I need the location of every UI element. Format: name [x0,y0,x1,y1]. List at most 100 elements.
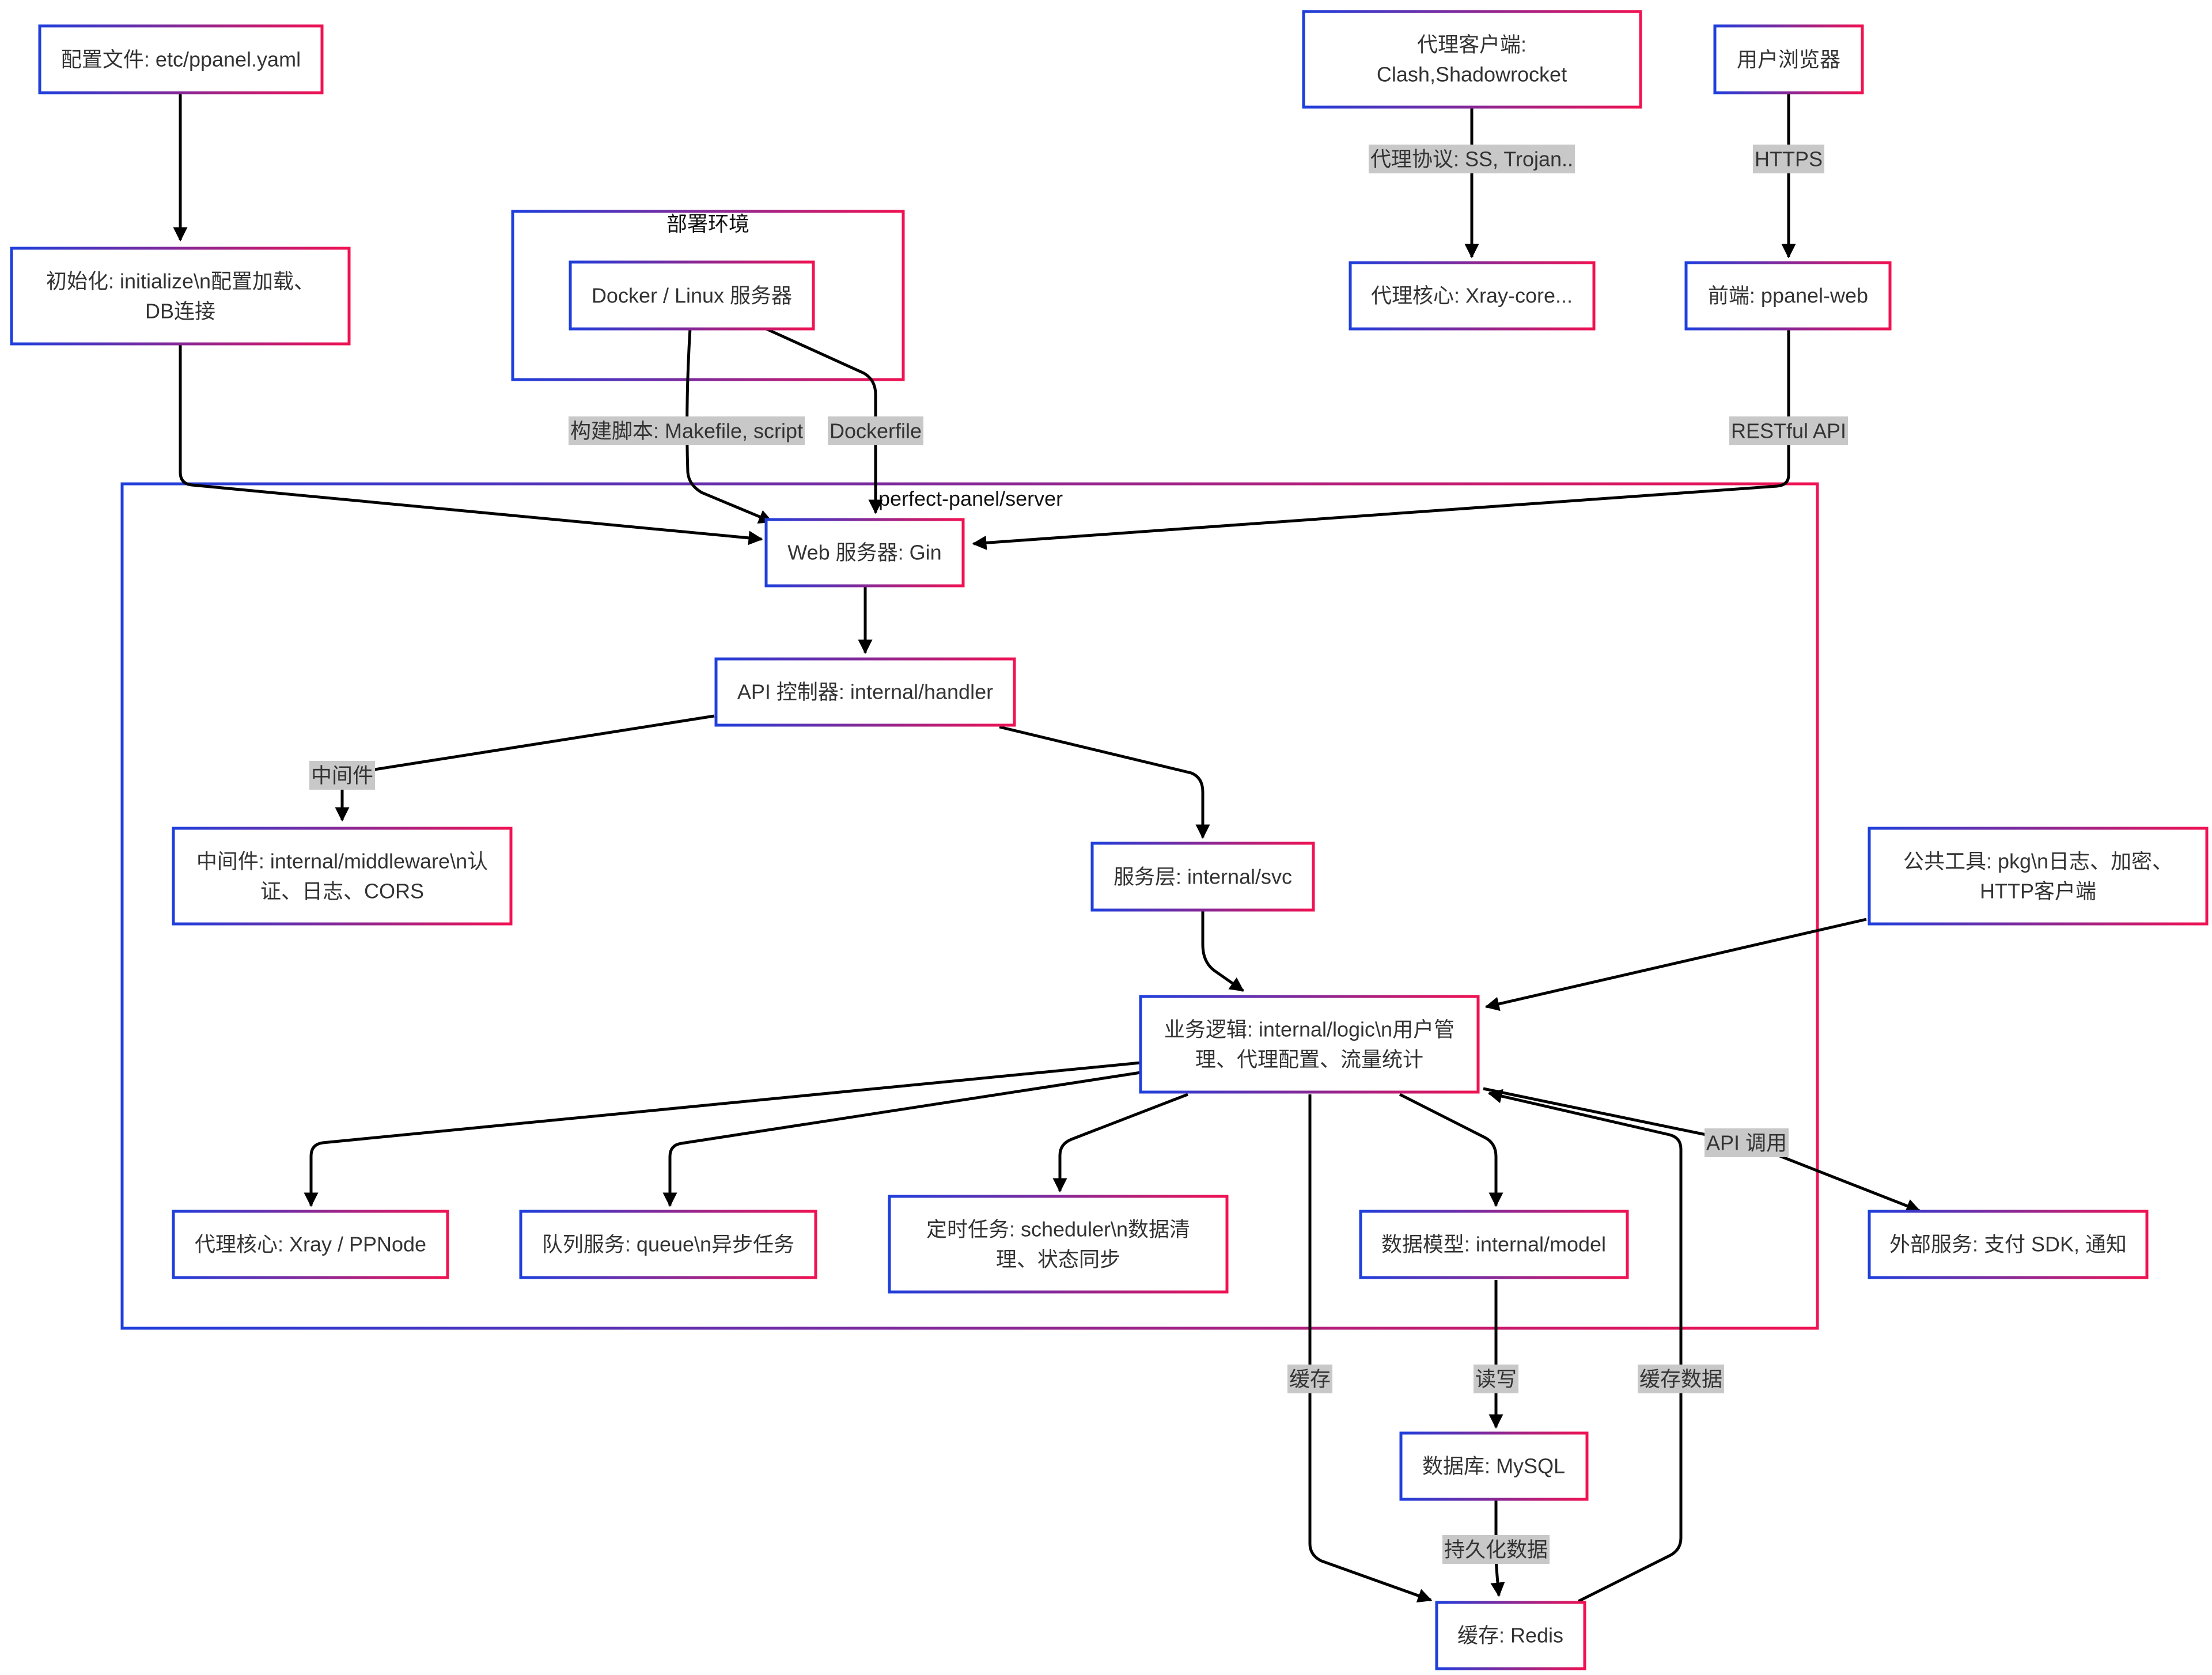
svg-text:代理客户端:Clash,Shadowrocket: 代理客户端:Clash,Shadowrocket [1377,33,1567,86]
group-server: perfect-panel/server [120,482,1819,1330]
edge-labels: 代理协议: SS, Trojan.. HTTPS 构建脚本: Makefile,… [309,145,1849,1564]
node-handler[interactable]: API 控制器: internal/handler [714,657,1016,727]
edge-label-background [1752,145,1825,173]
svg-text:构建脚本: Makefile, script: 构建脚本: Makefile, script [570,419,803,443]
edge-logic-queue [662,1071,1141,1207]
node-logic-line-0: 业务逻辑: internal/logic\n用户管 [1164,1018,1455,1041]
edge-label-frontend-api: RESTful API [1729,416,1849,445]
node-logic[interactable]: 业务逻辑: internal/logic\n用户管理、代理配置、流量统计 [1139,995,1480,1094]
node-mysql-line-0: 数据库: MySQL [1422,1454,1565,1478]
edge-label-background [1442,1535,1550,1564]
edge-label-logic-external: API 调用 [1704,1128,1789,1157]
node-init[interactable]: 初始化: initialize\n配置加载、 DB连接 [10,247,351,346]
edge-label-handler-middleware: 中间件 [309,761,376,790]
node-scheduler-line-1: 理、状态同步 [996,1248,1120,1271]
node-browser[interactable]: 用户浏览器 [1713,24,1864,94]
svg-text:初始化: initialize\n配置加载、DB连接: 初始化: initialize\n配置加载、 DB连接 [46,270,315,323]
edge-handler-svc [999,725,1210,839]
edge-label-redis-logic: 缓存数据 [1637,1365,1725,1393]
node-redis-line-0: 缓存: Redis [1457,1624,1563,1647]
svg-text:配置文件: etc/ppanel.yaml: 配置文件: etc/ppanel.yaml [61,48,301,71]
node-logic-line-1: 理、代理配置、流量统计 [1195,1048,1423,1071]
edge-label-background [1729,416,1849,445]
node-frontend-line-0: 前端: ppanel-web [1708,284,1868,308]
node-queue-line-0: 队列服务: queue\n异步任务 [542,1233,794,1256]
edge-label-docker-build: 构建脚本: Makefile, script [568,416,805,445]
edge-label-background [1637,1365,1725,1393]
svg-text:数据模型: internal/model: 数据模型: internal/model [1381,1233,1606,1256]
node-external[interactable]: 外部服务: 支付 SDK, 通知 [1868,1210,2149,1279]
edge-label-background [827,416,924,445]
edge-label-background [309,761,376,790]
node-redis[interactable]: 缓存: Redis [1435,1601,1586,1670]
node-ppnode-line-0: 代理核心: Xray / PPNode [195,1233,426,1256]
edge-logic-model [1399,1093,1503,1207]
node-mysql[interactable]: 数据库: MySQL [1399,1431,1589,1501]
group-server-title: perfect-panel/server [878,487,1063,510]
svg-text:代理核心: Xray-core...: 代理核心: Xray-core... [1371,284,1573,308]
edge-label-background [1287,1365,1333,1393]
svg-text:HTTPS: HTTPS [1755,147,1823,171]
node-gin-line-0: Web 服务器: Gin [787,541,941,564]
node-init-line-1: DB连接 [145,300,215,323]
group-deploy-title: 部署环境 [666,212,749,236]
node-middleware-line-0: 中间件: internal/middleware\n认 [196,850,488,873]
node-xray-core[interactable]: 代理核心: Xray-core... [1349,261,1596,331]
edge-logic-redis-cache [1308,1094,1433,1603]
svg-text:API 调用: API 调用 [1706,1131,1787,1155]
edge-docker-gin-build [685,328,774,524]
edge-docker-gin-file [764,327,883,514]
node-frontend[interactable]: 前端: ppanel-web [1684,261,1892,331]
edge-label-mysql-redis: 持久化数据 [1442,1535,1550,1564]
svg-text:Docker / Linux 服务器: Docker / Linux 服务器 [592,284,792,308]
node-browser-line-0: 用户浏览器 [1737,48,1840,71]
svg-text:队列服务: queue\n异步任务: 队列服务: queue\n异步任务 [542,1233,794,1256]
edge-label-background [1368,145,1575,173]
svg-text:服务层: internal/svc: 服务层: internal/svc [1113,865,1292,889]
node-pkg[interactable]: 公共工具: pkg\n日志、加密、 HTTP客户端 [1868,827,2209,926]
svg-text:Web 服务器: Gin: Web 服务器: Gin [787,541,941,564]
node-model-line-0: 数据模型: internal/model [1381,1233,1606,1256]
edge-label-docker-file: Dockerfile [827,416,924,445]
edge-logic-scheduler [1052,1093,1188,1193]
node-scheduler[interactable]: 定时任务: scheduler\n数据清理、状态同步 [888,1195,1229,1294]
node-svc[interactable]: 服务层: internal/svc [1090,842,1315,912]
svg-text:数据库: MySQL: 数据库: MySQL [1422,1454,1565,1478]
svg-text:缓存: Redis: 缓存: Redis [1457,1624,1563,1647]
edge-logic-ppnode [304,1061,1141,1207]
node-pkg-line-0: 公共工具: pkg\n日志、加密、 [1903,850,2173,873]
svg-text:读写: 读写 [1475,1367,1517,1391]
edge-label-browser-frontend: HTTPS [1752,145,1825,173]
edge-label-client-xray: 代理协议: SS, Trojan.. [1368,145,1575,173]
node-model[interactable]: 数据模型: internal/model [1359,1210,1629,1279]
svg-text:Dockerfile: Dockerfile [830,419,922,443]
edge-frontend-gin [972,329,1790,550]
node-gin[interactable]: Web 服务器: Gin [764,518,965,588]
edge-label-background [1704,1128,1789,1157]
node-client-line-0: 代理客户端: [1417,33,1527,56]
svg-text:RESTful API: RESTful API [1731,419,1846,443]
svg-text:前端: ppanel-web: 前端: ppanel-web [1708,284,1868,308]
node-pkg-line-1: HTTP客户端 [1980,880,2096,903]
node-middleware-line-1: 证、日志、CORS [260,880,424,903]
node-client[interactable]: 代理客户端:Clash,Shadowrocket [1302,10,1642,109]
svg-text:缓存: 缓存 [1289,1367,1331,1391]
node-init-line-0: 初始化: initialize\n配置加载、 [46,270,315,293]
svg-text:外部服务: 支付 SDK, 通知: 外部服务: 支付 SDK, 通知 [1889,1233,2127,1256]
edge-svc-logic [1201,910,1245,992]
node-middleware[interactable]: 中间件: internal/middleware\n认证、日志、CORS [172,827,513,926]
group-deploy: 部署环境 [511,210,905,381]
node-xray_core-line-0: 代理核心: Xray-core... [1371,284,1573,308]
node-queue[interactable]: 队列服务: queue\n异步任务 [519,1210,817,1279]
node-config[interactable]: 配置文件: etc/ppanel.yaml [38,24,324,94]
svg-text:公共工具: pkg\n日志、加密、HTTP客户端: 公共工具: pkg\n日志、加密、 HTTP客户端 [1903,850,2173,903]
node-docker-line-0: Docker / Linux 服务器 [592,284,792,308]
node-docker[interactable]: Docker / Linux 服务器 [569,260,815,331]
node-config-line-0: 配置文件: etc/ppanel.yaml [61,48,301,71]
edge-label-background [568,416,805,445]
node-ppnode[interactable]: 代理核心: Xray / PPNode [172,1210,449,1279]
node-handler-line-0: API 控制器: internal/handler [737,680,993,704]
edge-pkg-logic [1484,918,1867,1011]
edge-label-logic-cache: 缓存 [1287,1365,1333,1393]
